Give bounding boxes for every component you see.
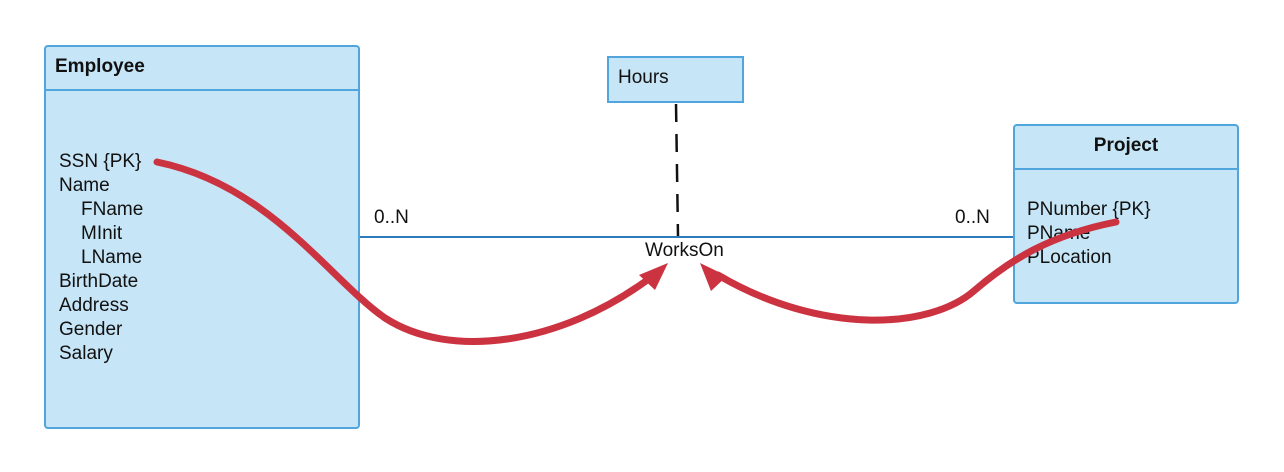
project-attr-pname: PName <box>1027 223 1091 244</box>
project-header: Project <box>1015 126 1237 170</box>
project-title: Project <box>1093 135 1159 156</box>
pnumber-to-workson-arrow <box>714 218 1120 324</box>
employee-attr-name: Name <box>59 175 110 196</box>
employee-attr-birthdate: BirthDate <box>59 271 139 292</box>
employee-title: Employee <box>55 56 145 77</box>
left-arrowhead-icon <box>639 263 668 290</box>
employee-attr-fname: FName <box>81 199 144 220</box>
employee-entity[interactable]: Employee SSN {PK} Name FName MInit LName… <box>44 45 360 429</box>
relationship-name-label: WorksOn <box>645 240 724 261</box>
association-class-dashed-line <box>674 103 680 237</box>
employee-attr-lname: LName <box>81 247 143 268</box>
hours-attribute-box[interactable]: Hours <box>607 56 744 103</box>
hours-label: Hours <box>618 67 669 88</box>
project-attr-plocation: PLocation <box>1027 247 1112 268</box>
employee-attr-address: Address <box>59 295 129 316</box>
left-multiplicity-label: 0..N <box>374 207 409 228</box>
project-entity[interactable]: Project PNumber {PK} PName PLocation <box>1013 124 1239 304</box>
employee-attr-salary: Salary <box>59 343 113 364</box>
employee-attr-minit: MInit <box>81 223 123 244</box>
right-arrowhead-icon <box>700 263 727 291</box>
ssn-to-workson-arrow <box>153 158 654 345</box>
employee-attr-gender: Gender <box>59 319 123 340</box>
project-attr-pnumber: PNumber {PK} <box>1027 199 1151 220</box>
employee-header: Employee <box>46 47 358 91</box>
employee-attr-ssn: SSN {PK} <box>59 151 142 172</box>
right-multiplicity-label: 0..N <box>955 207 990 228</box>
